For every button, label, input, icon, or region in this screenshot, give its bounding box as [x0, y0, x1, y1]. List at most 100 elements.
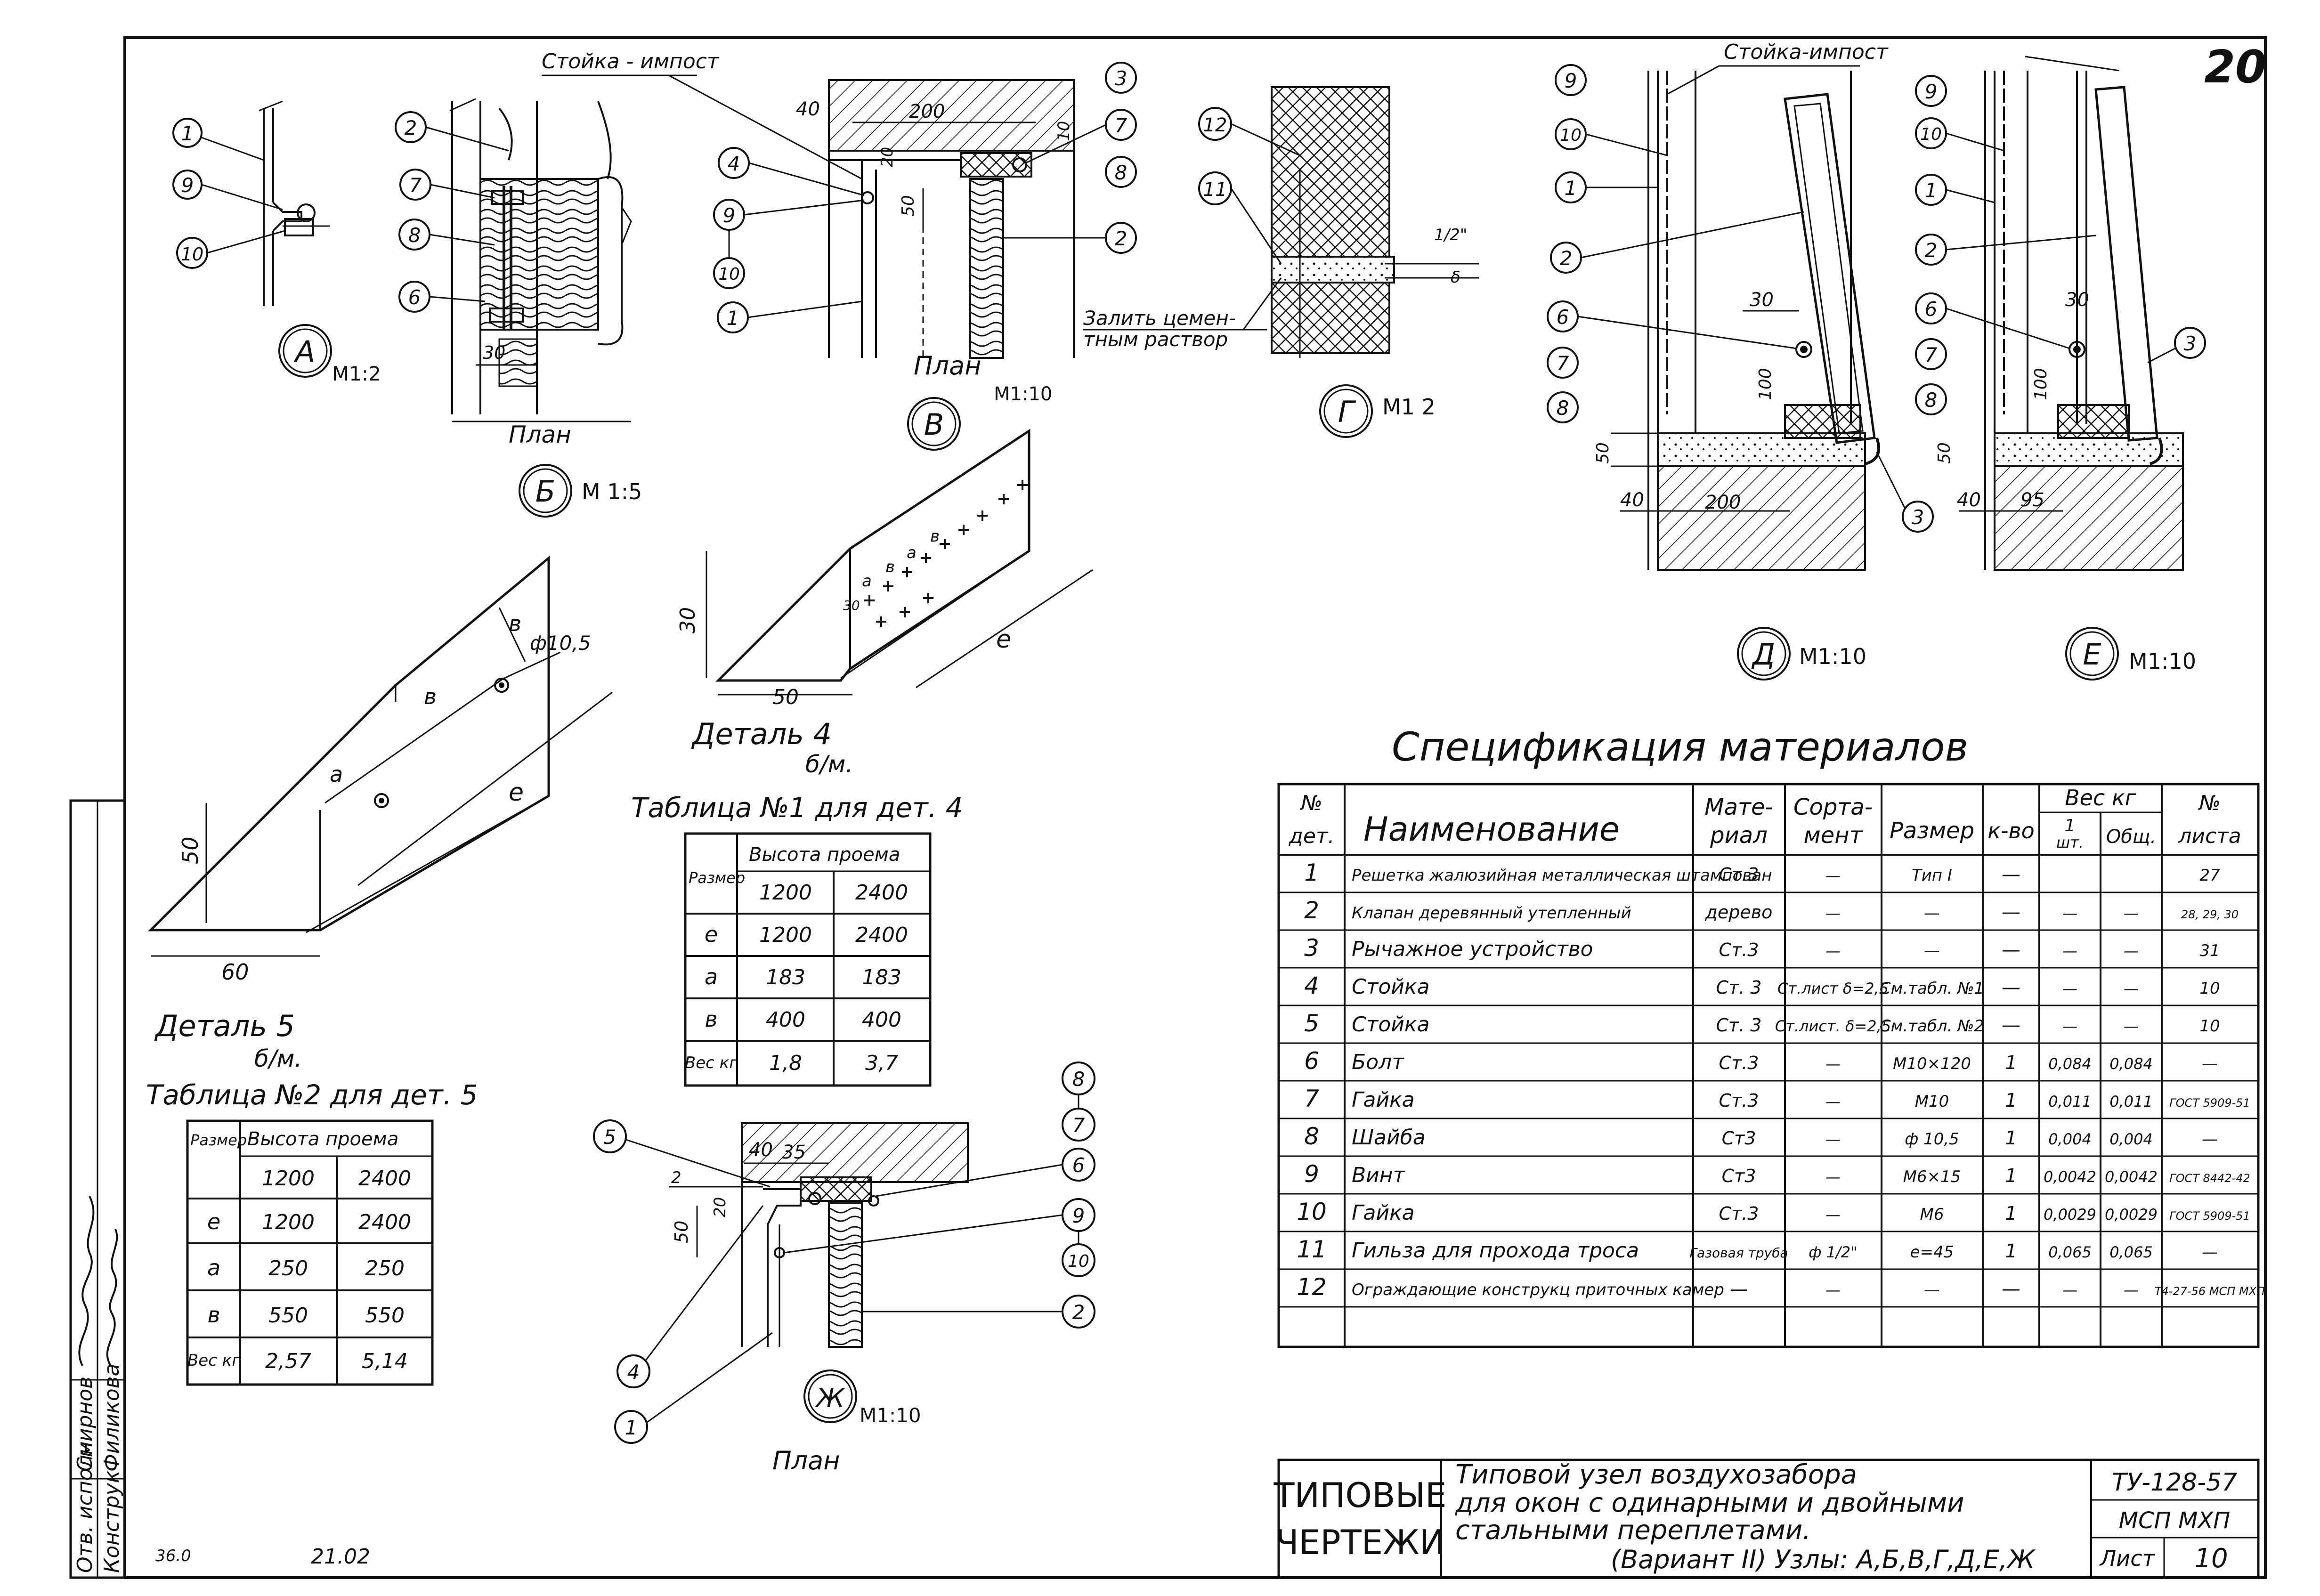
spec-cell-size: — [1924, 941, 1940, 960]
mark-zh-10: 10 [1068, 1252, 1089, 1271]
dim-d-50: 50 [1593, 442, 1613, 464]
mark-a-9: 9 [181, 174, 194, 197]
mark-e-7: 7 [1925, 343, 1938, 366]
det4-title: Деталь 4 [691, 717, 832, 751]
spec-cell-w1: — [2062, 980, 2077, 997]
table1-header-height: Высота проема [749, 844, 900, 866]
detail-5-drawing: 50 60 е в а в ф10,5 Деталь 5 б/м. [147, 555, 613, 1072]
mark-e-10: 10 [1920, 125, 1942, 144]
spec-cell-sheet: ГОСТ 5909-51 [2169, 1096, 2250, 1110]
mark-e-2: 2 [1925, 239, 1938, 262]
spec-cell-num: 7 [1304, 1085, 1319, 1112]
spec-cell-w1: — [2062, 1281, 2077, 1299]
spec-h-mat-2: риал [1710, 822, 1768, 849]
spec-cell-mat: Ст. 3 [1716, 977, 1761, 998]
spec-h-w1-2: шт. [2056, 834, 2084, 851]
spec-cell-name: Решетка жалюзийная металлическая штампов… [1352, 866, 1772, 885]
table1-row: Вес кг 1,8 3,7 [685, 1051, 898, 1075]
detail-a-scale: М1:2 [332, 362, 381, 385]
stamp-org: МСП МХП [2119, 1507, 2231, 1534]
spec-cell-mat: Ст.3 [1719, 1203, 1759, 1224]
table1-cell: 400 [766, 1008, 805, 1032]
detail-v-scale: М1:10 [994, 383, 1052, 405]
spec-cell-size: См.табл. №1 [1880, 979, 1984, 998]
spec-cell-qty: — [2002, 1014, 2020, 1036]
spec-cell-num: 4 [1304, 972, 1319, 999]
table1-row-label: Вес кг [685, 1053, 738, 1072]
spec-cell-mat: Ст.3 [1719, 1053, 1759, 1073]
mark-v-3: 3 [1115, 67, 1128, 90]
det5-sub: б/м. [254, 1045, 302, 1072]
spec-cell-w1: 0,004 [2048, 1130, 2092, 1148]
det4-sub: б/м. [805, 751, 853, 778]
spec-cell-wt: — [2124, 942, 2139, 960]
det4-dim-e: е [996, 625, 1011, 654]
spec-cell-sheet: 10 [2199, 1017, 2220, 1036]
spec-cell-qty: 1 [2005, 1165, 2017, 1187]
detail-e-scale: М1:10 [2129, 648, 2196, 674]
dim-v-50: 50 [899, 195, 918, 217]
spec-h-wt: Общ. [2106, 826, 2157, 848]
table1-cell: 3,7 [865, 1051, 898, 1075]
detail-g-note-2: тным раствор [1083, 328, 1228, 351]
mark-g-12: 12 [1203, 114, 1227, 136]
spec-cell-qty: — [2002, 977, 2020, 998]
mark-v-2: 2 [1115, 227, 1128, 250]
detail-e-letter: Е [2083, 637, 2101, 672]
spec-cell-wt: — [2124, 1017, 2139, 1035]
spec-h-qty: к-во [1987, 818, 2035, 843]
table1-cell: 400 [862, 1008, 901, 1032]
mark-v-1: 1 [727, 307, 739, 330]
spec-cell-sort: Ст.лист δ=2,5 [1777, 980, 1889, 997]
spec-cell-wt: — [2124, 904, 2139, 922]
spec-title: Спецификация материалов [1392, 724, 1968, 770]
spec-cell-w1: — [2062, 942, 2077, 960]
table2-title: Таблица №2 для дет. 5 [146, 1079, 478, 1111]
spec-cell-mat: Ст3 [1722, 1128, 1756, 1149]
spec-cell-wt: 0,0029 [2105, 1206, 2158, 1223]
spec-cell-sort: Ст.лист. δ=2,5 [1775, 1017, 1891, 1035]
stamp-title-4: (Вариант II) Узлы: А,Б,В,Г,Д,Е,Ж [1611, 1545, 2036, 1574]
spec-cell-num: 1 [1304, 859, 1319, 886]
mark-zh-5: 5 [604, 1126, 617, 1149]
spec-cell-wt: 0,0042 [2105, 1168, 2158, 1186]
dim-zh-40: 40 [749, 1139, 773, 1161]
dim-d-40: 40 [1620, 489, 1644, 511]
stamp-code: ТУ-128-57 [2112, 1468, 2237, 1497]
signature-1 [78, 1196, 95, 1366]
detail-4-drawing: 30 50 е а в 30 а в Деталь 4 б/м. [676, 429, 1093, 778]
spec-h-sort-1: Сорта- [1793, 794, 1873, 820]
det4-dim-b: в [885, 558, 895, 576]
dim-g-delta: δ [1451, 268, 1460, 287]
dim-g-half-inch: 1/2" [1434, 226, 1467, 244]
dim-e-100: 100 [2031, 368, 2051, 400]
mark-zh-1: 1 [625, 1416, 638, 1439]
spec-h-w1-1: 1 [2065, 816, 2076, 835]
spec-cell-num: 3 [1304, 934, 1319, 962]
spec-h-mat-1: Мате- [1704, 794, 1773, 820]
spec-cell-mat: Ст.3 [1719, 940, 1759, 960]
spec-cell-num: 6 [1304, 1047, 1319, 1075]
det4-dim-30: 30 [676, 607, 700, 633]
spec-cell-name: Шайба [1352, 1126, 1426, 1150]
spec-cell-sheet: 27 [2199, 866, 2220, 885]
spec-cell-qty: 1 [2005, 1203, 2017, 1224]
spec-cell-name: Рычажное устройство [1352, 937, 1593, 961]
spec-cell-name: Болт [1352, 1050, 1404, 1074]
spec-cell-size: Тип I [1912, 866, 1952, 885]
table1-cell: 2400 [855, 923, 908, 947]
table2-cell: 250 [365, 1256, 405, 1280]
dim-zh-35: 35 [782, 1142, 806, 1163]
detail-e: 9 10 1 2 6 7 8 3 30 100 50 40 95 Е М1:10 [1915, 56, 2206, 681]
spec-cell-sort: — [1825, 1055, 1841, 1073]
mark-v-10: 10 [718, 265, 740, 284]
dim-d-100: 100 [1756, 368, 1775, 400]
dim-e-50: 50 [1935, 442, 1954, 464]
title-block: ТИПОВЫЕ ЧЕРТЕЖИ Типовой узел воздухозабо… [1273, 1458, 2260, 1579]
spec-h-name: Наименование [1363, 810, 1620, 849]
spec-cell-sort: — [1825, 1281, 1841, 1299]
detail-zh: 40 35 2 20 50 5 8 7 6 9 10 2 4 1 Ж [593, 1061, 1095, 1475]
